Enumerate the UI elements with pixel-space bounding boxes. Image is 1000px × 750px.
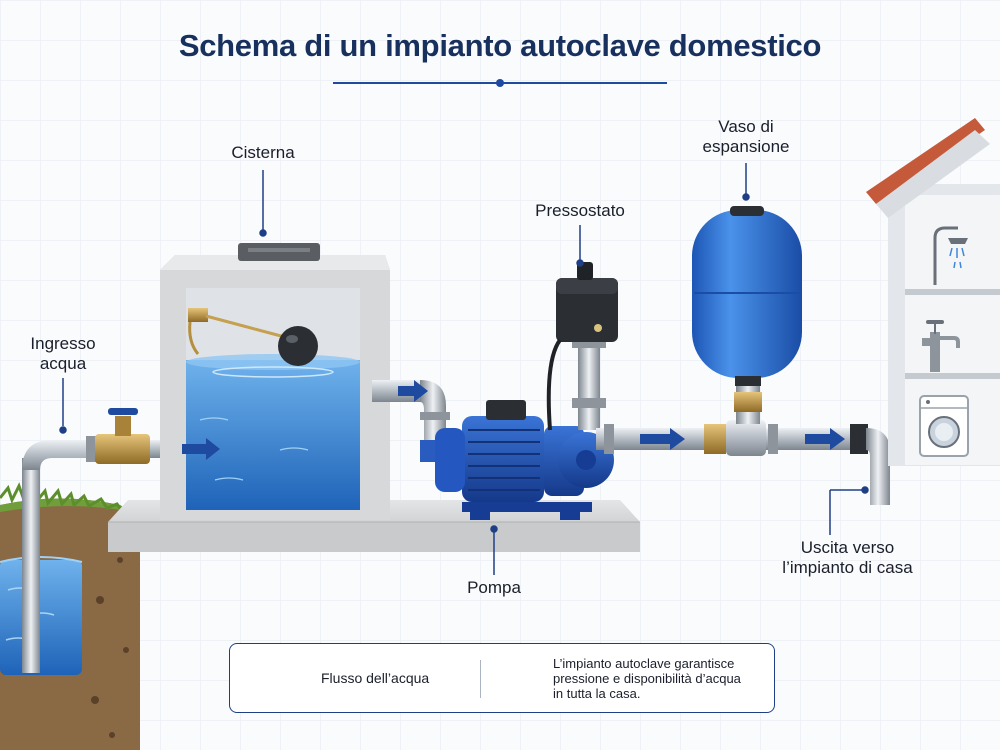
label-cisterna: Cisterna bbox=[231, 143, 295, 162]
legend-note: L’impianto autoclave garantisce pression… bbox=[553, 656, 768, 701]
label-ingresso-line1: Ingresso bbox=[30, 334, 96, 353]
page-title: Schema di un impianto autoclave domestic… bbox=[178, 28, 822, 63]
label-uscita-line1: Uscita verso bbox=[800, 538, 895, 557]
label-ingresso-line2: acqua bbox=[39, 354, 87, 373]
discharge-pipe bbox=[596, 420, 890, 505]
expansion-vessel bbox=[692, 206, 802, 424]
legend-note-line2: pressione e disponibilità d’acqua bbox=[553, 671, 741, 686]
label-uscita-line2: l’impianto di casa bbox=[782, 558, 913, 577]
title-underline-dot bbox=[496, 79, 504, 87]
tank bbox=[160, 243, 390, 520]
leader-lines bbox=[59, 163, 869, 575]
faucet-icon bbox=[922, 320, 960, 372]
label-uscita: Uscita verso l’impianto di casa bbox=[760, 538, 935, 578]
label-pressostato: Pressostato bbox=[535, 201, 625, 220]
label-pompa: Pompa bbox=[467, 578, 521, 597]
legend-separator bbox=[480, 660, 481, 698]
house bbox=[866, 118, 1000, 466]
shower-icon bbox=[933, 226, 968, 285]
legend-note-line1: L’impianto autoclave garantisce bbox=[553, 656, 735, 671]
label-ingresso-acqua: Ingresso acqua bbox=[15, 334, 111, 374]
legend-note-line3: in tutta la casa. bbox=[553, 686, 641, 701]
flow-arrows bbox=[182, 380, 845, 460]
label-vaso-line1: Vaso di bbox=[718, 117, 774, 136]
legend-box: Flusso dell’acqua L’impianto autoclave g… bbox=[229, 643, 775, 713]
washing-machine-icon bbox=[919, 395, 969, 457]
pressure-switch bbox=[546, 262, 618, 431]
label-vaso-line2: espansione bbox=[702, 137, 790, 156]
legend-flow-label: Flusso dell’acqua bbox=[321, 670, 430, 686]
label-vaso-espansione: Vaso di espansione bbox=[686, 117, 806, 157]
